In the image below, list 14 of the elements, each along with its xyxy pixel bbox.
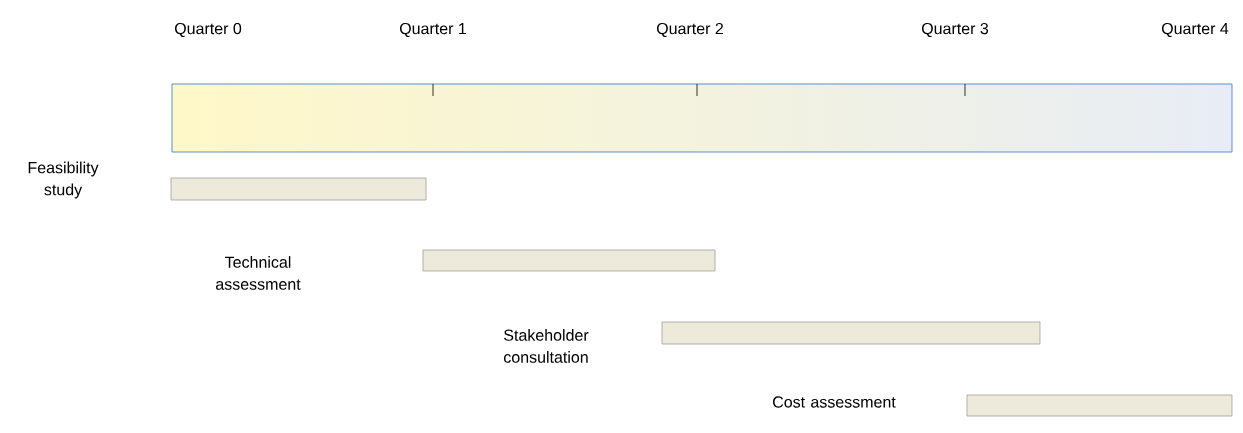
timeline-band xyxy=(171,83,1233,153)
task-label: Cost assessment xyxy=(773,396,896,408)
quarter-label: Quarter 4 xyxy=(1161,22,1229,38)
task-bar xyxy=(170,177,427,201)
quarter-label: Quarter 0 xyxy=(174,22,242,38)
quarter-label: Quarter 1 xyxy=(399,22,466,38)
task-label: Technical assessment xyxy=(216,256,301,290)
task-label: Feasibility study xyxy=(28,161,99,199)
quarter-label: Quarter 3 xyxy=(921,22,989,38)
task-label: Stakeholder consultation xyxy=(504,329,589,363)
task-bar xyxy=(661,321,1041,345)
task-bar xyxy=(966,394,1233,417)
task-bar xyxy=(422,249,716,272)
quarter-label: Quarter 2 xyxy=(656,22,723,38)
